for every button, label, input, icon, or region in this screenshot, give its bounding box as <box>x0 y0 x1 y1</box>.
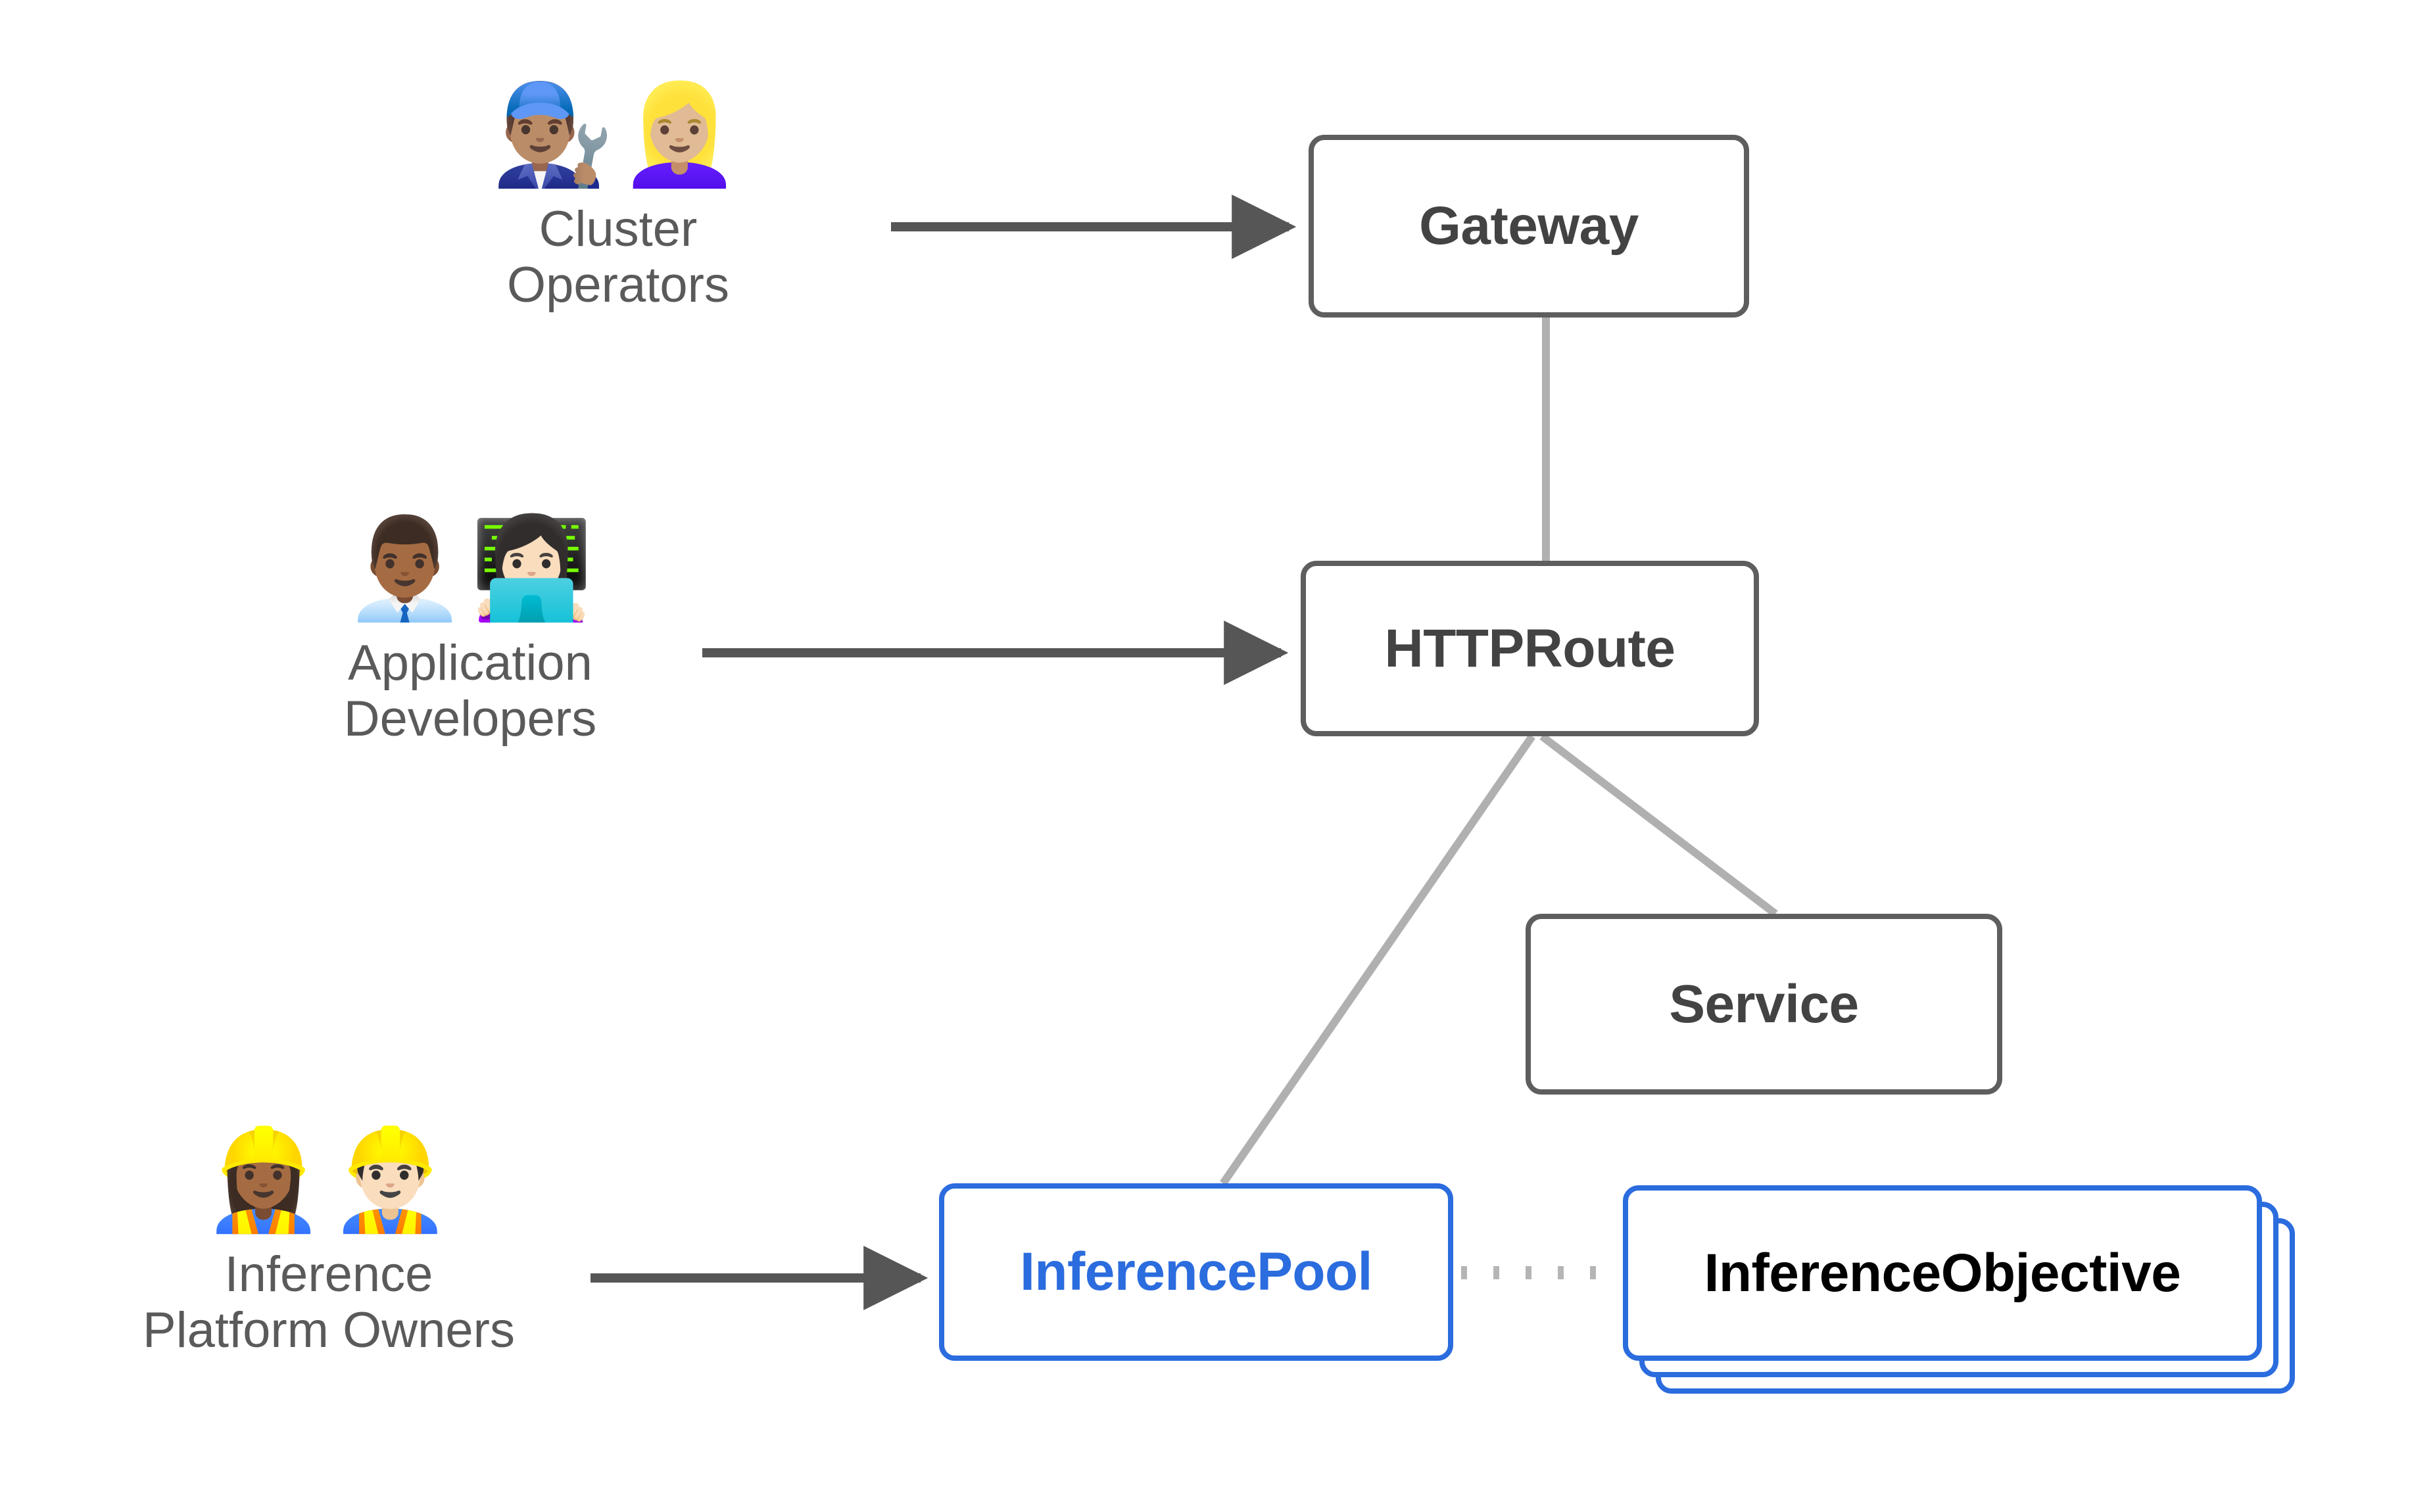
application-developers-label: Application Developers <box>343 635 597 747</box>
application-developers-emoji-pair: 👨🏾‍💼👩🏻‍💻 <box>343 511 597 626</box>
node-inferenceobjective-stack[interactable]: InferenceObjective <box>1623 1185 2300 1402</box>
node-inferencepool[interactable]: InferencePool <box>939 1183 1453 1361</box>
node-gateway-label: Gateway <box>1419 196 1639 256</box>
cluster-operators-emoji-pair: 👨🏽‍🔧👱🏼‍♀️ <box>491 78 745 192</box>
node-httproute[interactable]: HTTPRoute <box>1301 561 1759 736</box>
persona-application-developers: 👨🏾‍💼👩🏻‍💻 Application Developers <box>273 519 667 747</box>
inferenceobjective-layer-front[interactable]: InferenceObjective <box>1623 1185 2262 1361</box>
node-service-label: Service <box>1669 974 1859 1034</box>
edge-httproute-service <box>1539 733 1778 917</box>
inference-platform-owners-emoji-pair: 👷🏾‍♀️👷🏻‍♂️ <box>202 1123 456 1237</box>
edge-httproute-inferencepool <box>1220 734 1535 1186</box>
node-httproute-label: HTTPRoute <box>1384 618 1675 678</box>
inference-platform-owners-label: Inference Platform Owners <box>143 1246 515 1359</box>
persona-inference-platform-owners: 👷🏾‍♀️👷🏻‍♂️ Inference Platform Owners <box>112 1131 546 1358</box>
node-inferencepool-label: InferencePool <box>1020 1242 1372 1302</box>
persona-cluster-operators: 👨🏽‍🔧👱🏼‍♀️ Cluster Operators <box>421 85 815 313</box>
node-service[interactable]: Service <box>1526 914 2002 1095</box>
node-gateway[interactable]: Gateway <box>1309 135 1749 318</box>
node-inferenceobjective-label: InferenceObjective <box>1704 1242 2181 1303</box>
cluster-operators-label: Cluster Operators <box>507 201 729 314</box>
